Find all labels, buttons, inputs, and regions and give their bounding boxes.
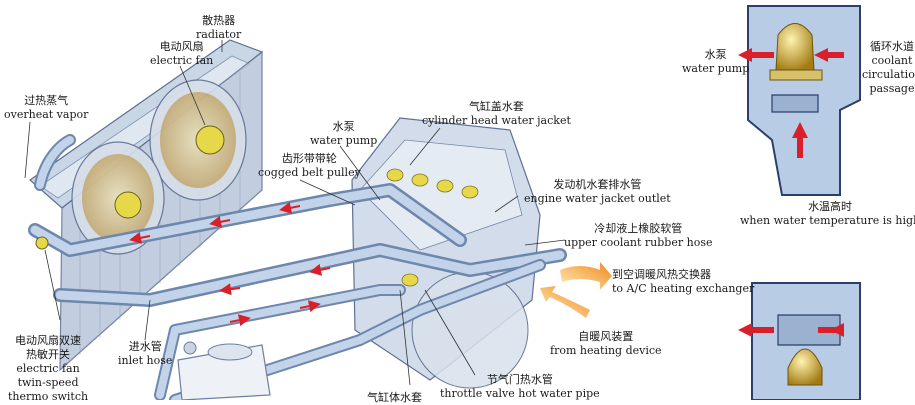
label-throttle-valve-pipe-cn: 节气门热水管 [486, 373, 553, 386]
label-overheat-vapor-en: overheat vapor [4, 108, 89, 121]
label-cylinder-head-jacket-cn: 气缸盖水套 [468, 100, 524, 113]
label-throttle-valve-pipe-en: throttle valve hot water pipe [440, 387, 600, 400]
label-engine-jacket-outlet-cn: 发动机水套排水管 [553, 178, 642, 191]
label-cogged-belt-pulley-en: cogged belt pulley [258, 166, 361, 179]
label-ac-heating-exchanger: 到空调暖风热交换器 to A/C heating exchanger [612, 268, 754, 296]
heat-flow-arrows [540, 262, 612, 318]
label-fan-switch-en2: twin-speed [17, 376, 79, 389]
label-overheat-vapor: 过热蒸气 overheat vapor [4, 94, 88, 122]
electric-fan-upper [149, 79, 247, 201]
label-fan-switch-en1: electric fan [16, 362, 80, 375]
label-from-heating-device: 自暖风装置 from heating device [550, 330, 662, 358]
label-engine-jacket-outlet: 发动机水套排水管 engine water jacket outlet [524, 178, 671, 206]
label-coolant-circulation-en3: passage [869, 82, 915, 95]
label-fan-switch-en3: thermo switch [8, 390, 89, 403]
label-cogged-belt-pulley: 齿形带带轮 cogged belt pulley [258, 152, 361, 180]
label-electric-fan: 电动风扇 electric fan [150, 40, 213, 68]
label-water-pump-cn: 水泵 [332, 120, 355, 133]
label-cogged-belt-pulley-cn: 齿形带带轮 [281, 152, 337, 165]
coolant-pipes [28, 134, 567, 400]
label-inset-water-pump-cn: 水泵 [704, 48, 727, 61]
label-electric-fan-cn: 电动风扇 [159, 40, 204, 53]
label-from-heating-device-en: from heating device [550, 344, 662, 357]
label-coolant-circulation: 循环水道 coolant circulation passage [862, 40, 915, 96]
leader-lines [24, 40, 566, 386]
label-radiator: 散热器 radiator [196, 14, 241, 42]
label-upper-coolant-hose-en: upper coolant rubber hose [564, 236, 713, 249]
label-fan-switch-cn2: 热敏开关 [26, 348, 71, 361]
label-coolant-circulation-en2: circulation [862, 68, 915, 81]
label-overheat-vapor-cn: 过热蒸气 [24, 94, 69, 107]
label-engine-jacket-outlet-en: engine water jacket outlet [524, 192, 671, 205]
label-ac-heating-exchanger-en: to A/C heating exchanger [612, 282, 755, 295]
label-cylinder-head-jacket: 气缸盖水套 cylinder head water jacket [422, 100, 571, 128]
label-upper-coolant-hose: 冷却液上橡胶软管 upper coolant rubber hose [564, 222, 712, 250]
label-inlet-hose: 进水管 inlet hose [118, 340, 172, 368]
label-water-temp-high-en: when water temperature is high [740, 214, 915, 227]
label-radiator-cn: 散热器 [202, 14, 236, 27]
label-inset-water-pump: 水泵 water pump [682, 48, 749, 76]
thermostat-inset-high-temp [738, 5, 861, 196]
label-cylinder-head-jacket-en: cylinder head water jacket [422, 114, 571, 127]
electric-fan-lower [71, 141, 165, 255]
label-electric-fan-en: electric fan [150, 54, 214, 67]
label-water-pump: 水泵 water pump [310, 120, 377, 148]
label-water-temp-high-cn: 水温高时 [808, 200, 853, 213]
label-radiator-en: radiator [196, 28, 242, 41]
label-inset-water-pump-en: water pump [682, 62, 750, 75]
label-fan-switch: 电动风扇双速 热敏开关 electric fan twin-speed ther… [8, 334, 88, 404]
flow-arrows [129, 201, 331, 327]
label-upper-coolant-hose-cn: 冷却液上橡胶软管 [594, 222, 683, 235]
label-inlet-hose-cn: 进水管 [128, 340, 162, 353]
label-water-pump-en: water pump [310, 134, 378, 147]
label-fan-switch-cn1: 电动风扇双速 [15, 334, 82, 347]
thermostat-inset-low-temp [738, 282, 861, 400]
label-coolant-circulation-cn: 循环水道 [869, 40, 914, 53]
label-ac-heating-exchanger-cn: 到空调暖风热交换器 [612, 268, 711, 281]
expansion-tank [177, 341, 271, 400]
label-cylinder-block-jacket-cn: 气缸体水套 [367, 391, 422, 404]
label-throttle-valve-pipe: 节气门热水管 throttle valve hot water pipe [440, 373, 600, 401]
label-cylinder-block-jacket: 气缸体水套 [367, 391, 422, 405]
label-water-temp-high: 水温高时 when water temperature is high [740, 200, 915, 228]
fan-switch-sensor [35, 236, 49, 250]
label-inlet-hose-en: inlet hose [118, 354, 173, 367]
label-from-heating-device-cn: 自暖风装置 [578, 330, 634, 343]
label-coolant-circulation-en1: coolant [871, 54, 913, 67]
